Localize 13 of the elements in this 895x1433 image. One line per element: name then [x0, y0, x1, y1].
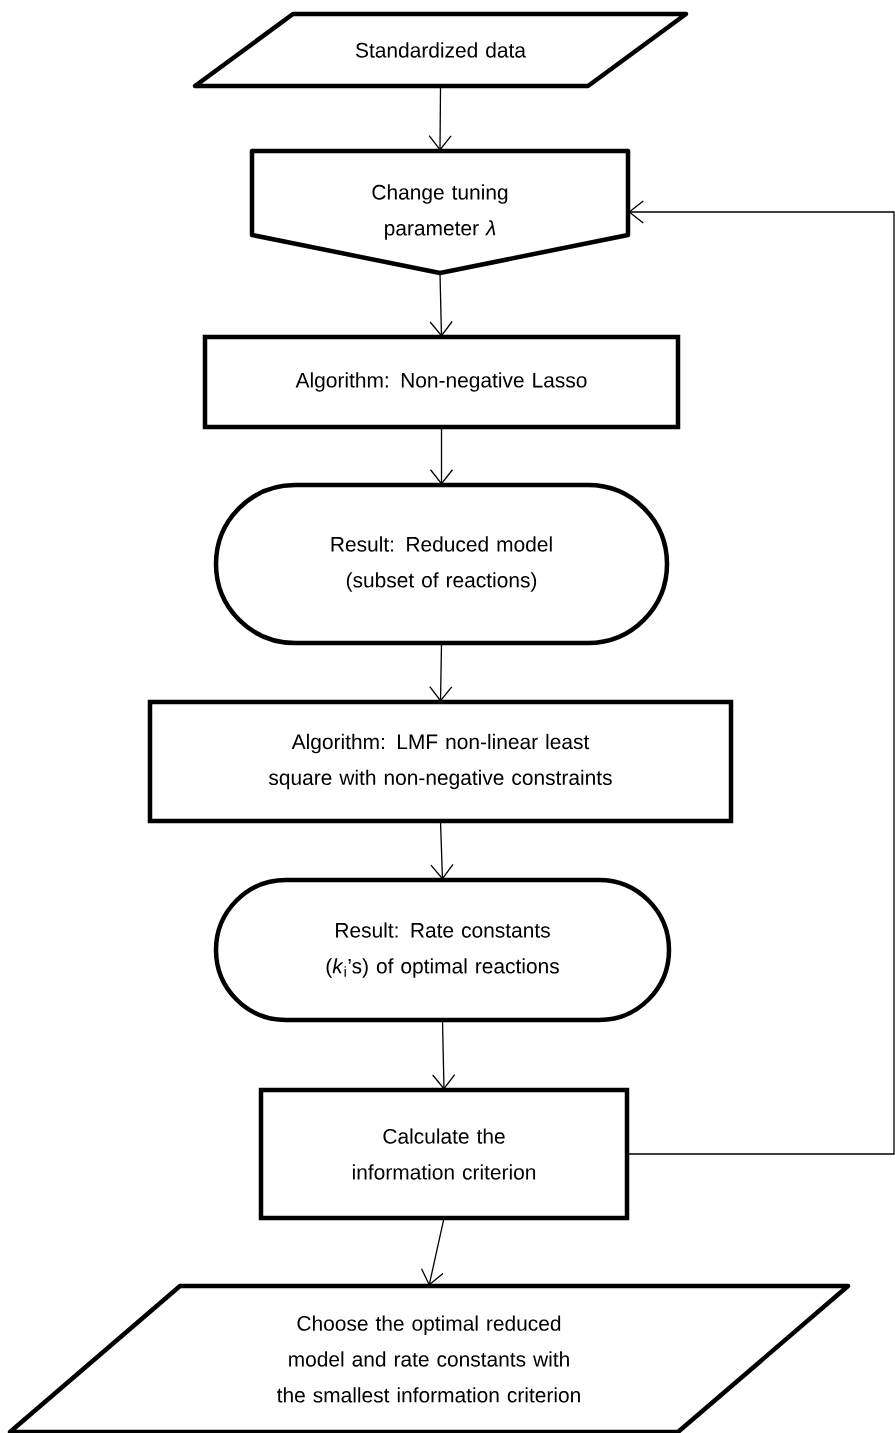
arrow: [429, 426, 454, 485]
process-box: Algorithm: Non-negative Lasso: [202, 334, 681, 430]
arrow: [430, 820, 454, 880]
input-parallelogram: Standardized data: [192, 11, 689, 89]
process-box: Algorithm: LMF non-linear least square with non-negative constraints: [147, 699, 734, 824]
arrow: [429, 272, 453, 337]
process-box: Calculate the information criterion: [258, 1087, 630, 1221]
arrow: [432, 1019, 456, 1090]
arrow: [428, 85, 452, 151]
arrow: [626, 200, 895, 1155]
output-parallelogram: Choose the optimal reduced model and rate constants with the smallest information criterion: [7, 1283, 851, 1433]
arrow: [429, 642, 453, 702]
arrow: [420, 1217, 445, 1286]
